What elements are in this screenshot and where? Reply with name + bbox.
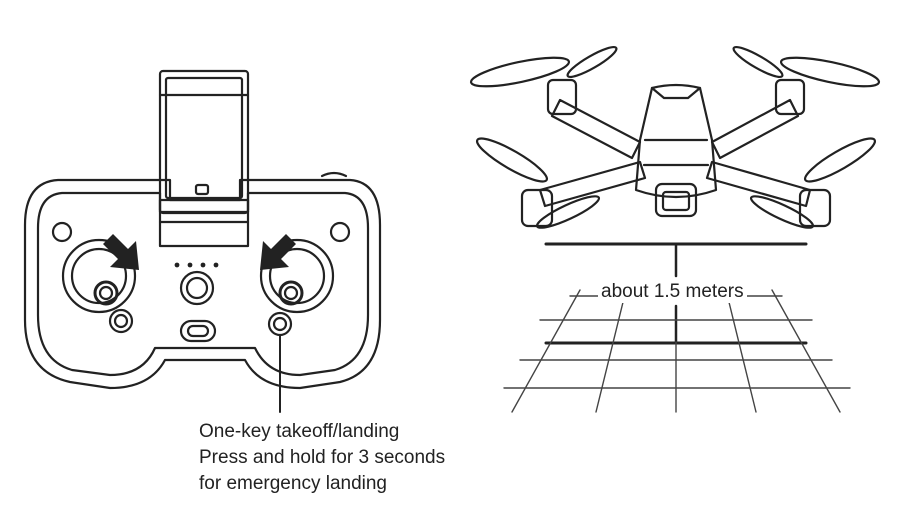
bottom-left-button bbox=[108, 308, 134, 334]
distance-label: about 1.5 meters bbox=[598, 281, 747, 303]
left-stick bbox=[61, 238, 137, 314]
remote-controller bbox=[23, 69, 382, 413]
right-stick bbox=[259, 238, 335, 314]
center-indicator-lights bbox=[174, 262, 219, 268]
top-right-button bbox=[329, 221, 351, 243]
note-line-2: Press and hold for 3 seconds bbox=[199, 447, 446, 468]
right-stick-arrow bbox=[260, 234, 296, 270]
drone-camera bbox=[654, 182, 698, 218]
drone bbox=[469, 45, 881, 229]
note-line-3: for emergency landing bbox=[199, 473, 387, 494]
top-left-button bbox=[51, 221, 73, 243]
takeoff-note: One-key takeoff/landing Press and hold f… bbox=[199, 419, 445, 497]
left-stick-arrow bbox=[103, 234, 139, 270]
drone-body bbox=[634, 83, 718, 199]
bottom-left-button-inner bbox=[113, 313, 129, 329]
takeoff-landing-button bbox=[267, 311, 293, 337]
drone-arms bbox=[538, 98, 812, 208]
power-button bbox=[179, 270, 215, 306]
ground-grid bbox=[503, 289, 851, 413]
phone-holder bbox=[158, 69, 250, 248]
center-oval-button bbox=[179, 319, 217, 343]
controller-body bbox=[23, 178, 382, 390]
note-line-1: One-key takeoff/landing bbox=[199, 421, 400, 442]
drone-propellers bbox=[469, 45, 881, 229]
